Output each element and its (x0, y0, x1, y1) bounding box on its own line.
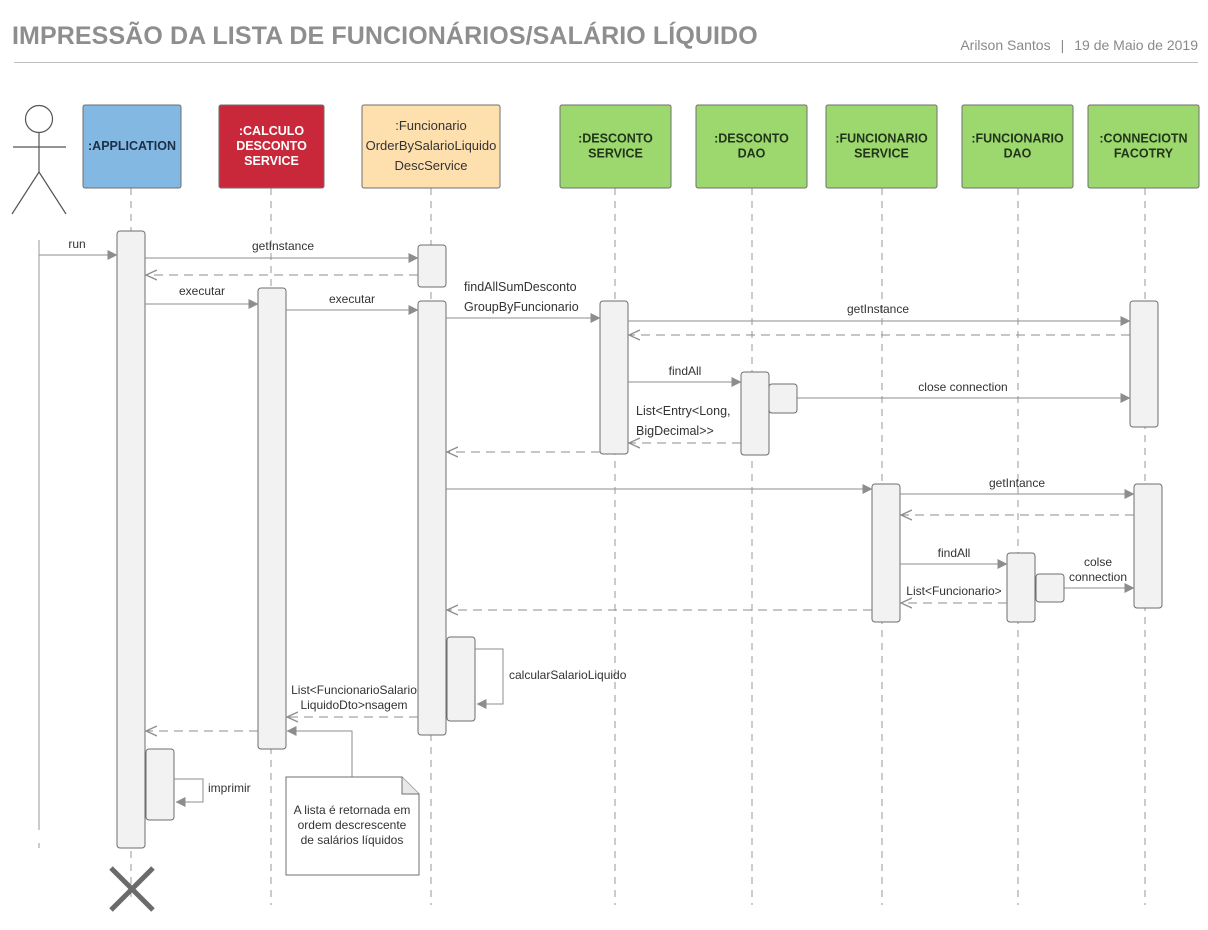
activation-conn-2 (1133, 483, 1163, 609)
note-text: de salários líquidos (301, 833, 404, 847)
participant-label: :Funcionario (395, 118, 467, 133)
participant-label: :FUNCIONARIO (835, 131, 928, 145)
label-list-dto-1: List<FuncionarioSalario (291, 683, 417, 697)
stick-figure-icon (11, 104, 67, 215)
note-fold (401, 777, 419, 795)
page-title: IMPRESSÃO DA LISTA DE FUNCIONÁRIOS/SALÁR… (12, 22, 758, 50)
participant-label: DescService (395, 158, 468, 173)
participant-label: :APPLICATION (88, 139, 176, 153)
label-get-instance-2: getInstance (847, 302, 909, 316)
participant-label: FACOTRY (1114, 146, 1174, 160)
participant-label: DAO (1004, 146, 1032, 160)
activation-calc (257, 287, 287, 750)
actor-leg-left (11, 171, 40, 215)
label-run: run (68, 237, 85, 251)
label-list-entry-1: List<Entry<Long, (636, 404, 731, 418)
participant-label: SERVICE (588, 146, 643, 160)
note-connector (286, 726, 353, 778)
activation-func-dao (1006, 552, 1036, 623)
label-imprimir: imprimir (208, 781, 251, 795)
participant-label: :DESCONTO (714, 131, 789, 145)
participant-box (695, 104, 808, 189)
activation-desc-dao-self (768, 383, 798, 414)
note-text: A lista é retornada em (294, 803, 411, 817)
participant-label: :CONNECIOTN (1099, 131, 1187, 145)
participant-label: DAO (738, 146, 766, 160)
label-find-all-2: findAll (938, 546, 971, 560)
label-colse-2: connection (1069, 570, 1127, 584)
msg-imprimir (174, 778, 204, 807)
activation-func-svc (871, 483, 901, 623)
participant-box (82, 104, 182, 189)
note-shape (285, 776, 420, 876)
participant-label: :CALCULO (239, 124, 305, 138)
activation-fo-getinstance (417, 244, 447, 288)
author-name: Arilson Santos (960, 37, 1051, 53)
actor-head (24, 104, 54, 134)
participant-box (961, 104, 1074, 189)
participant-label: SERVICE (854, 146, 909, 160)
label-calcular: calcularSalarioLiquido (509, 668, 627, 682)
participant-label: OrderBySalarioLiquido (366, 138, 497, 153)
activation-func-dao-self (1035, 573, 1065, 603)
note-text: ordem descrescente (298, 818, 407, 832)
participant-func_order: :FuncionarioOrderBySalarioLiquidoDescSer… (361, 104, 501, 189)
label-get-instance-1: getInstance (252, 239, 314, 253)
header-separator: | (1060, 37, 1065, 53)
header-meta: Arilson Santos | 19 de Maio de 2019 (960, 37, 1198, 53)
actor-leg-right (38, 171, 67, 215)
participant-label: :DESCONTO (578, 131, 653, 145)
activation-fo-main (417, 300, 447, 736)
label-colse-1: colse (1084, 555, 1112, 569)
destroy-x-icon (109, 866, 155, 912)
label-get-intance: getIntance (989, 476, 1045, 490)
participant-box (559, 104, 672, 189)
label-list-funcionario: List<Funcionario> (906, 584, 1001, 598)
participant-box (361, 104, 501, 189)
label-list-entry-2: BigDecimal>> (636, 424, 714, 438)
msg-calcular (475, 648, 504, 709)
activation-app-self (145, 748, 175, 821)
label-find-all-sum-2: GroupByFuncionario (464, 300, 579, 314)
date-label: 19 de Maio de 2019 (1074, 37, 1198, 53)
label-list-dto-2: LiquidoDto>nsagem (300, 698, 407, 712)
activation-conn-1 (1129, 300, 1159, 428)
participant-box (1087, 104, 1200, 189)
label-close-connection: close connection (918, 380, 1007, 394)
header-divider (14, 62, 1198, 63)
participant-label: SERVICE (244, 154, 299, 168)
activation-desc-svc (599, 300, 629, 455)
participant-label: DESCONTO (236, 139, 307, 153)
destroy-stroke-b (109, 866, 155, 912)
activation-desc-dao (740, 371, 770, 456)
label-find-all-1: findAll (669, 364, 702, 378)
label-executar-1: executar (179, 284, 225, 298)
activation-fo-self (446, 636, 476, 722)
participant-box (218, 104, 325, 189)
label-find-all-sum-1: findAllSumDesconto (464, 280, 577, 294)
participant-box (825, 104, 938, 189)
participant-app: :APPLICATION (82, 104, 182, 189)
activation-app (116, 230, 146, 849)
label-executar-2: executar (329, 292, 375, 306)
participant-label: :FUNCIONARIO (971, 131, 1064, 145)
